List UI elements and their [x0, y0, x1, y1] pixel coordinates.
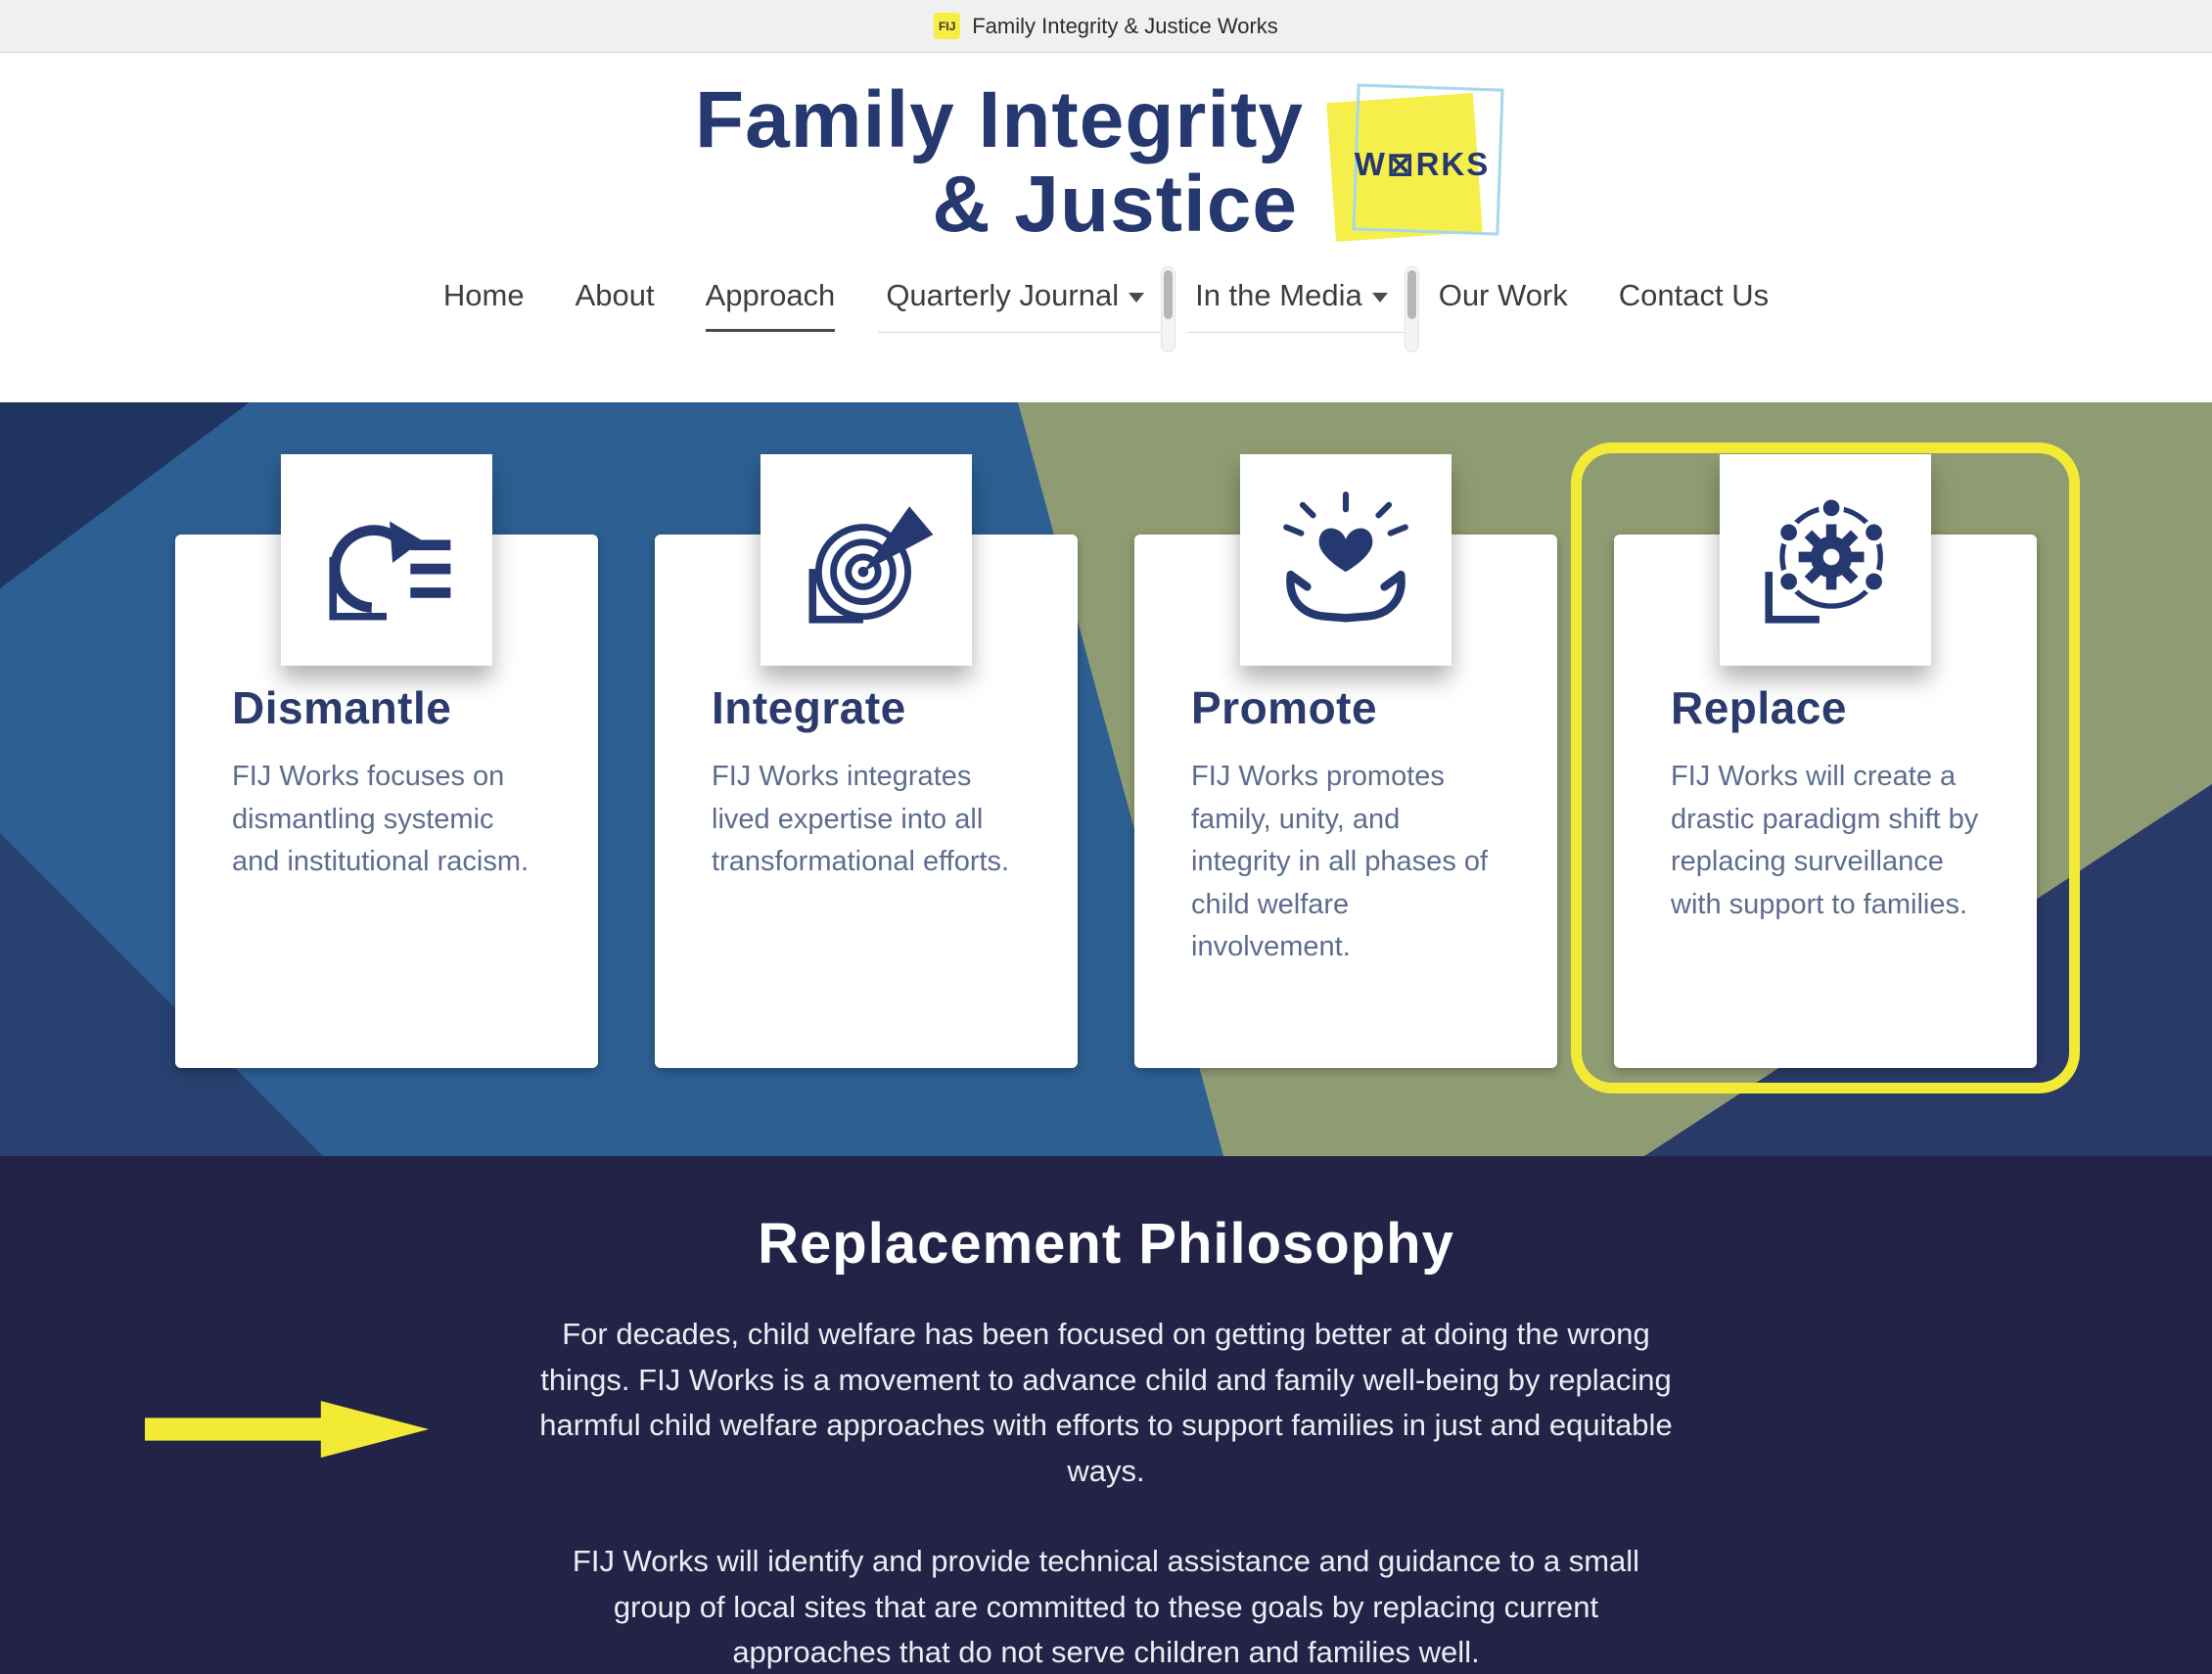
chevron-down-icon: [1371, 292, 1388, 302]
nav-item-quarterly-journal[interactable]: Quarterly Journal: [878, 266, 1176, 352]
nav-item-approach[interactable]: Approach: [705, 278, 836, 332]
site-favicon: FIJ: [934, 13, 961, 39]
works-badge: W⊠RKS: [1326, 83, 1517, 260]
card-integrate: Integrate FIJ Works integrates lived exp…: [655, 454, 1078, 1068]
card-dismantle: Dismantle FIJ Works focuses on dismantli…: [175, 454, 598, 1068]
site-header: Family Integrity & Justice W⊠RKS Home Ab…: [0, 53, 2212, 402]
dropdown-border: [1187, 332, 1419, 333]
card-icon-box: [760, 454, 972, 666]
nav-label: Quarterly Journal: [886, 278, 1120, 312]
annotation-arrow: [145, 1401, 429, 1458]
card-title: Promote: [1191, 682, 1378, 733]
chevron-down-icon: [1129, 292, 1145, 302]
philosophy-text: For decades, child welfare has been focu…: [531, 1312, 1682, 1674]
hands-heart-icon: [1283, 491, 1408, 623]
card-title: Dismantle: [232, 682, 452, 733]
section-title: Replacement Philosophy: [758, 1212, 1454, 1276]
nav-item-contact-us[interactable]: Contact Us: [1619, 278, 1769, 329]
main-nav: Home About Approach Quarterly Journal In…: [0, 266, 2212, 352]
card-body: FIJ Works promotes family, unity, and in…: [1191, 761, 1489, 962]
target-dart-icon: [808, 506, 934, 624]
site-logo[interactable]: Family Integrity & Justice W⊠RKS: [0, 53, 2212, 260]
card-replace: Replace FIJ Works will create a drastic …: [1571, 442, 2080, 1093]
gear-network-icon: [1765, 494, 1887, 624]
browser-tab-title[interactable]: Family Integrity & Justice Works: [972, 13, 1278, 38]
nav-item-in-the-media[interactable]: In the Media: [1187, 266, 1419, 352]
works-label: W⊠RKS: [1354, 146, 1491, 182]
nav-label: Approach: [705, 278, 836, 312]
nav-label: Home: [442, 278, 525, 312]
philosophy-section: Replacement Philosophy For decades, chil…: [0, 1156, 2212, 1674]
favicon-label: FIJ: [939, 19, 956, 33]
cycle-list-icon: [329, 521, 451, 621]
nav-label: Our Work: [1438, 278, 1568, 312]
hero-section: Dismantle FIJ Works focuses on dismantli…: [0, 402, 2212, 1156]
card-icon-box: [281, 454, 492, 666]
dropdown-border: [878, 332, 1176, 333]
card-title: Replace: [1671, 682, 1847, 733]
card-title: Integrate: [712, 682, 906, 733]
scrollbar-thumb[interactable]: [1164, 270, 1174, 319]
card-icon-box: [1720, 454, 1931, 666]
browser-tab-bar: FIJ Family Integrity & Justice Works: [0, 0, 2212, 53]
nav-item-home[interactable]: Home: [443, 278, 525, 329]
card-body: FIJ Works will create a drastic paradigm…: [1671, 761, 1979, 920]
nav-label: Contact Us: [1618, 278, 1770, 312]
nav-label: In the Media: [1195, 278, 1362, 312]
nav-item-about[interactable]: About: [576, 278, 655, 329]
card-icon-box: [1240, 454, 1452, 666]
card-body: FIJ Works focuses on dismantling systemi…: [232, 761, 530, 877]
logo-line1: Family Integrity: [694, 75, 1305, 164]
approach-cards: Dismantle FIJ Works focuses on dismantli…: [0, 402, 2212, 1093]
dropdown-scrollbar[interactable]: [1161, 266, 1176, 352]
logo-text: Family Integrity & Justice: [694, 75, 1305, 250]
scrollbar-thumb[interactable]: [1406, 270, 1416, 319]
philosophy-paragraph: For decades, child welfare has been focu…: [539, 1317, 1673, 1488]
philosophy-paragraph: FIJ Works will identify and provide tech…: [572, 1544, 1640, 1669]
logo-line2: & Justice: [932, 160, 1299, 250]
dropdown-scrollbar[interactable]: [1404, 266, 1419, 352]
nav-label: About: [575, 278, 655, 312]
card-promote: Promote FIJ Works promotes family, unity…: [1134, 454, 1557, 1068]
card-body: FIJ Works integrates lived expertise int…: [712, 761, 1010, 877]
nav-item-our-work[interactable]: Our Work: [1439, 278, 1568, 329]
